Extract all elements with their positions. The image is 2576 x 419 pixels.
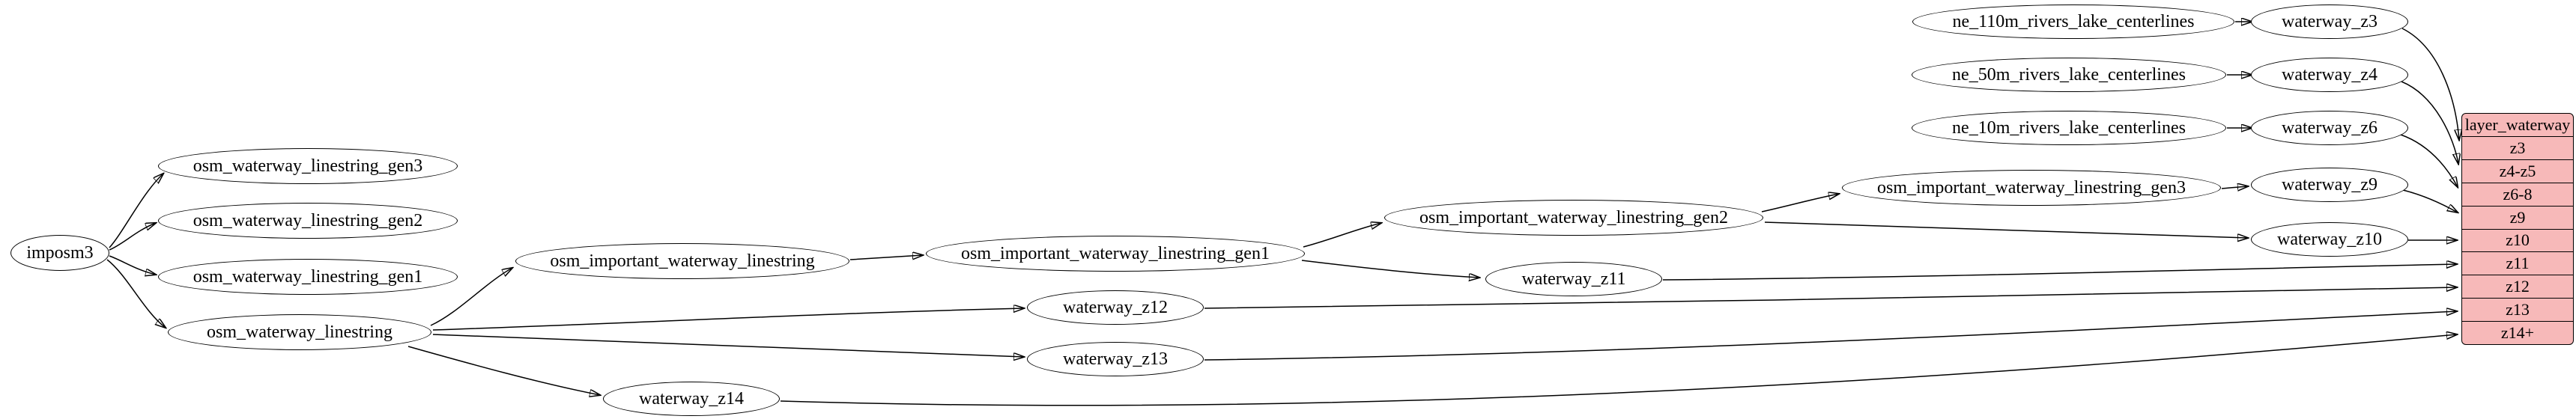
edge-wz14-layer-z14plus [780, 334, 2457, 406]
node-osm-important-waterway-linestring-gen3-label: osm_important_waterway_linestring_gen3 [1877, 178, 2186, 198]
node-waterway-z12-label: waterway_z12 [1063, 298, 1168, 317]
node-osm-waterway-linestring-label: osm_waterway_linestring [207, 322, 393, 342]
node-waterway-z4-label: waterway_z4 [2282, 65, 2378, 85]
node-ne-110m-rivers-lake-centerlines-label: ne_110m_rivers_lake_centerlines [1952, 12, 2195, 31]
layer-row-z10: z10 [2462, 228, 2573, 252]
edge-owl-wz12 [432, 308, 1024, 331]
node-waterway-z13-label: waterway_z13 [1063, 349, 1168, 369]
layer-row-z14plus: z14+ [2462, 321, 2573, 344]
layer-waterway-record: layer_waterway z3 z4-z5 z6-8 z9 z10 z11 … [2461, 113, 2574, 345]
node-osm-waterway-linestring-gen3-label: osm_waterway_linestring_gen3 [193, 156, 423, 176]
node-waterway-z11-label: waterway_z11 [1521, 269, 1626, 289]
node-waterway-z13: waterway_z13 [1027, 342, 1204, 376]
edge-oiwl-oiwl_gen1 [849, 255, 923, 260]
edge-imposm3-owl [106, 259, 166, 328]
node-osm-important-waterway-linestring-gen2: osm_important_waterway_linestring_gen2 [1384, 200, 1763, 236]
node-osm-waterway-linestring-gen3: osm_waterway_linestring_gen3 [158, 148, 458, 184]
edge-wz3-layer-z3 [2401, 28, 2459, 140]
node-osm-waterway-linestring-gen2-label: osm_waterway_linestring_gen2 [193, 211, 423, 230]
edge-wz13-layer-z13 [1204, 311, 2457, 361]
edge-oiwl_gen1-oiwl_gen2 [1303, 223, 1381, 248]
node-waterway-z9-label: waterway_z9 [2282, 175, 2378, 195]
layer-row-z11: z11 [2462, 251, 2573, 275]
node-osm-waterway-linestring-gen1-label: osm_waterway_linestring_gen1 [193, 267, 423, 287]
edge-wz11-layer-z11 [1662, 264, 2457, 281]
edge-oiwl_gen3-wz9 [2221, 186, 2248, 189]
node-waterway-z4: waterway_z4 [2251, 58, 2408, 92]
node-osm-important-waterway-linestring: osm_important_waterway_linestring [515, 243, 849, 279]
layer-waterway-title: layer_waterway [2464, 114, 2571, 134]
node-imposm3-label: imposm3 [26, 243, 94, 263]
layer-row-z4-z5: z4-z5 [2462, 159, 2573, 183]
node-osm-important-waterway-linestring-gen1: osm_important_waterway_linestring_gen1 [926, 236, 1305, 272]
node-waterway-z9: waterway_z9 [2251, 168, 2408, 202]
layer-row-z3: z3 [2462, 135, 2573, 159]
node-waterway-z6-label: waterway_z6 [2282, 118, 2378, 138]
node-osm-important-waterway-linestring-gen1-label: osm_important_waterway_linestring_gen1 [961, 244, 1270, 263]
node-waterway-z12: waterway_z12 [1027, 290, 1204, 325]
edge-imposm3-owl_gen3 [109, 174, 163, 248]
node-waterway-z3-label: waterway_z3 [2282, 12, 2378, 31]
edge-owl-oiwl [430, 268, 512, 326]
edge-wz6-layer-z6-8 [2400, 134, 2458, 187]
node-osm-waterway-linestring: osm_waterway_linestring [168, 314, 431, 350]
edge-imposm3-owl_gen1 [109, 255, 156, 275]
node-waterway-z11: waterway_z11 [1485, 262, 1662, 296]
node-waterway-z10: waterway_z10 [2251, 222, 2408, 257]
edge-oiwl_gen1-wz11 [1301, 260, 1479, 278]
node-imposm3: imposm3 [10, 235, 109, 271]
edge-wz4-layer-z4z5 [2401, 81, 2458, 164]
layer-row-z9: z9 [2462, 205, 2573, 229]
node-ne-50m-rivers-lake-centerlines-label: ne_50m_rivers_lake_centerlines [1952, 65, 2186, 85]
node-osm-important-waterway-linestring-gen3: osm_important_waterway_linestring_gen3 [1842, 170, 2221, 206]
node-osm-important-waterway-linestring-gen2-label: osm_important_waterway_linestring_gen2 [1419, 208, 1728, 227]
node-osm-waterway-linestring-gen2: osm_waterway_linestring_gen2 [158, 203, 458, 239]
edge-owl-wz13 [432, 334, 1024, 357]
edge-wz12-layer-z12 [1204, 287, 2457, 309]
node-ne-110m-rivers-lake-centerlines: ne_110m_rivers_lake_centerlines [1912, 4, 2234, 39]
node-ne-10m-rivers-lake-centerlines: ne_10m_rivers_lake_centerlines [1912, 111, 2226, 145]
edge-oiwl_gen2-wz10 [1764, 221, 2248, 238]
node-waterway-z14: waterway_z14 [603, 382, 780, 416]
edge-oiwl_gen2-oiwl_gen3 [1761, 194, 1839, 212]
edge-owl-wz14 [407, 346, 600, 395]
layer-row-z6-8: z6-8 [2462, 182, 2573, 206]
node-osm-waterway-linestring-gen1: osm_waterway_linestring_gen1 [158, 259, 458, 295]
node-osm-important-waterway-linestring-label: osm_important_waterway_linestring [550, 251, 815, 271]
node-waterway-z10-label: waterway_z10 [2277, 230, 2382, 249]
layer-row-z12: z12 [2462, 275, 2573, 298]
node-waterway-z3: waterway_z3 [2251, 4, 2408, 39]
node-ne-50m-rivers-lake-centerlines: ne_50m_rivers_lake_centerlines [1912, 58, 2226, 92]
node-ne-10m-rivers-lake-centerlines-label: ne_10m_rivers_lake_centerlines [1952, 118, 2186, 138]
layer-row-z13: z13 [2462, 298, 2573, 321]
edge-imposm3-owl_gen2 [109, 223, 156, 251]
node-waterway-z6: waterway_z6 [2251, 111, 2408, 145]
edge-wz9-layer-z9 [2402, 189, 2458, 212]
node-waterway-z14-label: waterway_z14 [639, 389, 744, 409]
